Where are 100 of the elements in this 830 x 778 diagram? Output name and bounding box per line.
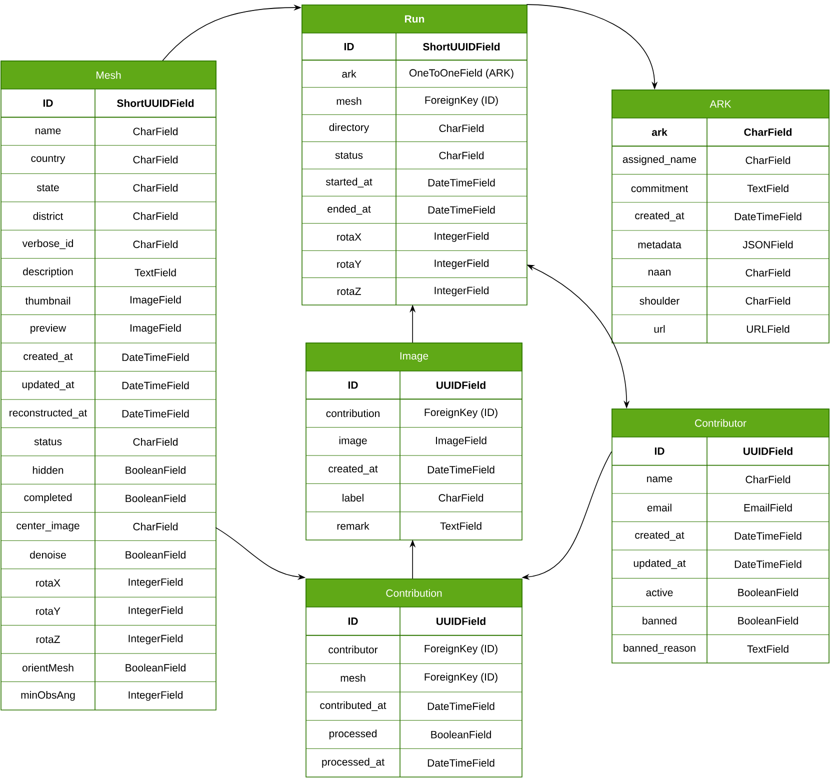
field-type: CharField [133,522,178,530]
field-name: label [342,494,364,502]
field-type: IntegerField [128,606,183,616]
field-name: verbose_id [22,239,73,250]
field-name: status [34,438,62,446]
column-header: UUIDField [436,617,486,626]
field-name: center_image [16,522,80,532]
table-title-bar: Run [302,4,528,34]
field-name: shoulder [640,296,680,305]
field-type: IntegerField [434,232,489,242]
field-type: DateTimeField [734,560,802,568]
table-title-bar: Contribution [306,578,522,608]
field-name: active [646,588,673,596]
field-type: TextField [747,645,788,653]
column-header: ShortUUIDField [423,42,500,50]
field-type: TextField [134,268,176,276]
field-name: rotaX [337,233,362,241]
field-type: ForeignKey (ID) [424,672,498,683]
field-type: DateTimeField [122,382,189,390]
field-type: CharField [438,494,484,502]
field-name: description [23,268,73,278]
field-name: ended_at [328,204,371,215]
field-name: directory [329,123,370,134]
field-name: url [654,325,665,333]
field-type: DateTimeField [122,353,189,361]
column-header: ID [43,100,53,107]
field-name: contributed_at [320,701,386,711]
field-type: DateTimeField [428,178,495,186]
field-name: naan [648,270,670,276]
field-name: completed [24,493,72,504]
field-type: BooleanField [738,588,798,596]
column-header: ID [344,42,354,50]
field-type: ImageField [130,324,181,334]
field-name: rotaX [36,579,60,587]
field-name: thumbnail [25,296,70,305]
field-type: DateTimeField [428,466,494,474]
field-type: BooleanField [738,616,798,624]
column-header: ID [348,381,358,389]
field-name: metadata [638,240,682,248]
field-name: preview [30,324,66,334]
field-name: orientMesh [22,664,74,672]
field-type: DateTimeField [428,758,494,767]
field-type: IntegerField [128,634,183,644]
field-name: contribution [326,409,380,418]
field-name: denoise [30,550,66,559]
field-name: remark [337,522,370,530]
field-type: JSONField [742,240,793,248]
field-name: rotaY [337,260,362,268]
field-name: state [36,184,59,192]
field-name: rotaY [36,608,60,615]
field-type: BooleanField [126,550,186,559]
field-name: reconstructed_at [10,408,88,418]
field-type: BooleanField [126,494,186,502]
field-type: CharField [746,296,790,305]
field-type: CharField [133,240,178,248]
field-name: updated_at [634,559,686,569]
field-type: CharField [439,124,484,132]
field-type: ImageField [130,296,181,306]
field-type: BooleanField [126,664,186,672]
column-header: ark [652,128,668,136]
field-type: ForeignKey (ID) [424,644,498,654]
field-name: processed [329,730,377,740]
field-name: started_at [326,178,372,188]
field-type: CharField [746,268,790,277]
field-name: minObsAng [21,690,75,701]
field-type: EmailField [744,504,792,512]
field-type: ForeignKey (ID) [424,408,498,418]
field-name: created_at [24,352,73,362]
field-type: TextField [440,522,482,530]
field-name: commitment [631,184,688,192]
field-name: country [31,155,66,164]
field-name: assigned_name [622,155,696,166]
field-type: CharField [746,156,790,164]
table-title-bar: Image [306,342,522,372]
field-type: BooleanField [126,466,186,474]
field-type: DateTimeField [428,206,495,214]
field-type: CharField [746,476,790,484]
field-type: DateTimeField [122,410,189,418]
field-name: name [647,476,672,482]
field-type: CharField [133,184,178,192]
field-type: DateTimeField [428,702,494,710]
field-type: DateTimeField [734,212,802,220]
field-name: updated_at [22,380,74,390]
field-name: rotaZ [36,636,60,644]
column-header: ID [654,448,664,455]
field-type: CharField [133,156,178,164]
field-name: status [335,152,363,159]
field-type: DateTimeField [734,532,802,540]
field-name: rotaZ [337,288,361,296]
column-header: CharField [744,128,792,136]
field-type: ForeignKey (ID) [425,96,498,106]
column-header: UUIDField [744,447,792,455]
field-type: IntegerField [434,259,489,270]
field-name: hidden [32,466,64,474]
field-type: IntegerField [434,286,489,296]
field-type: ImageField [436,436,486,446]
field-type: BooleanField [431,730,491,738]
field-name: image [339,436,367,446]
table-title-bar: ARK [612,90,830,118]
field-name: name [36,128,61,134]
